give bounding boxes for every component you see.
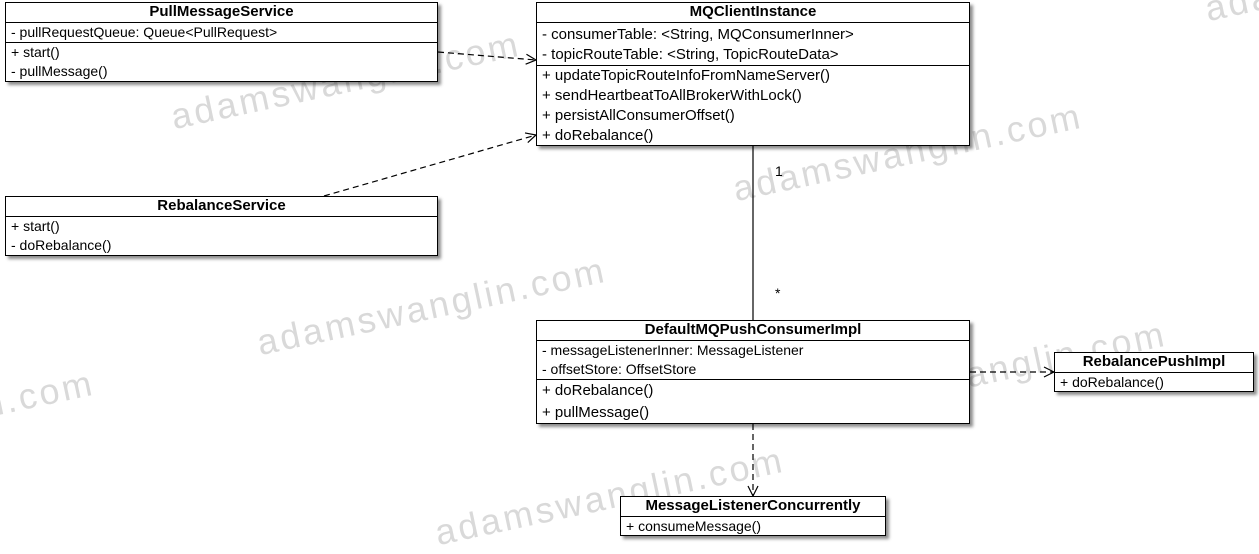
method: - doRebalance()	[11, 237, 112, 253]
method: + start()	[11, 218, 60, 234]
attributes-section: - pullRequestQueue: Queue<PullRequest>	[6, 23, 437, 42]
class-rebalanceservice[interactable]: RebalanceService + start() - doRebalance…	[5, 196, 438, 256]
methods-section: + start() - doRebalance()	[6, 217, 437, 255]
class-name: MessageListenerConcurrently	[621, 497, 885, 517]
method: + doRebalance()	[1060, 374, 1164, 390]
method: + sendHeartbeatToAllBrokerWithLock()	[542, 87, 802, 104]
methods-section: + updateTopicRouteInfoFromNameServer() +…	[537, 65, 969, 146]
attribute: - messageListenerInner: MessageListener	[542, 342, 804, 358]
methods-section: + doRebalance() + pullMessage()	[537, 379, 969, 424]
method: + doRebalance()	[542, 382, 654, 399]
class-mqclientinstance[interactable]: MQClientInstance - consumerTable: <Strin…	[536, 2, 970, 146]
multiplicity-many: *	[775, 285, 781, 301]
methods-section: + start() - pullMessage()	[6, 42, 437, 81]
class-name: RebalancePushImpl	[1055, 353, 1253, 373]
class-defaultmqpushconsumerimpl[interactable]: DefaultMQPushConsumerImpl - messageListe…	[536, 320, 970, 424]
class-name: RebalanceService	[6, 197, 437, 217]
method: + persistAllConsumerOffset()	[542, 107, 735, 124]
multiplicity-one: 1	[775, 163, 783, 179]
class-name: DefaultMQPushConsumerImpl	[537, 321, 969, 341]
dependency-rebalanceservice-to-mqclientinstance	[323, 135, 536, 197]
attribute: - offsetStore: OffsetStore	[542, 361, 697, 377]
class-messagelistenerconcurrently[interactable]: MessageListenerConcurrently + consumeMes…	[620, 496, 886, 536]
class-name: MQClientInstance	[537, 3, 969, 23]
attribute: - topicRouteTable: <String, TopicRouteDa…	[542, 46, 839, 63]
class-name: PullMessageService	[6, 3, 437, 23]
method: + consumeMessage()	[626, 518, 762, 534]
method: - pullMessage()	[11, 63, 108, 79]
methods-section: + doRebalance()	[1055, 373, 1253, 392]
method: + start()	[11, 44, 60, 60]
methods-section: + consumeMessage()	[621, 517, 885, 536]
attributes-section: - messageListenerInner: MessageListener …	[537, 341, 969, 379]
attributes-section: - consumerTable: <String, MQConsumerInne…	[537, 23, 969, 65]
class-rebalancepushimpl[interactable]: RebalancePushImpl + doRebalance()	[1054, 352, 1254, 392]
class-pullmessageservice[interactable]: PullMessageService - pullRequestQueue: Q…	[5, 2, 438, 82]
attribute: - pullRequestQueue: Queue<PullRequest>	[11, 24, 278, 40]
attribute: - consumerTable: <String, MQConsumerInne…	[542, 26, 854, 43]
method: + updateTopicRouteInfoFromNameServer()	[542, 67, 831, 84]
method: + doRebalance()	[542, 127, 654, 144]
dependency-pullmessageservice-to-mqclientinstance	[437, 51, 536, 60]
method: + pullMessage()	[542, 404, 650, 421]
